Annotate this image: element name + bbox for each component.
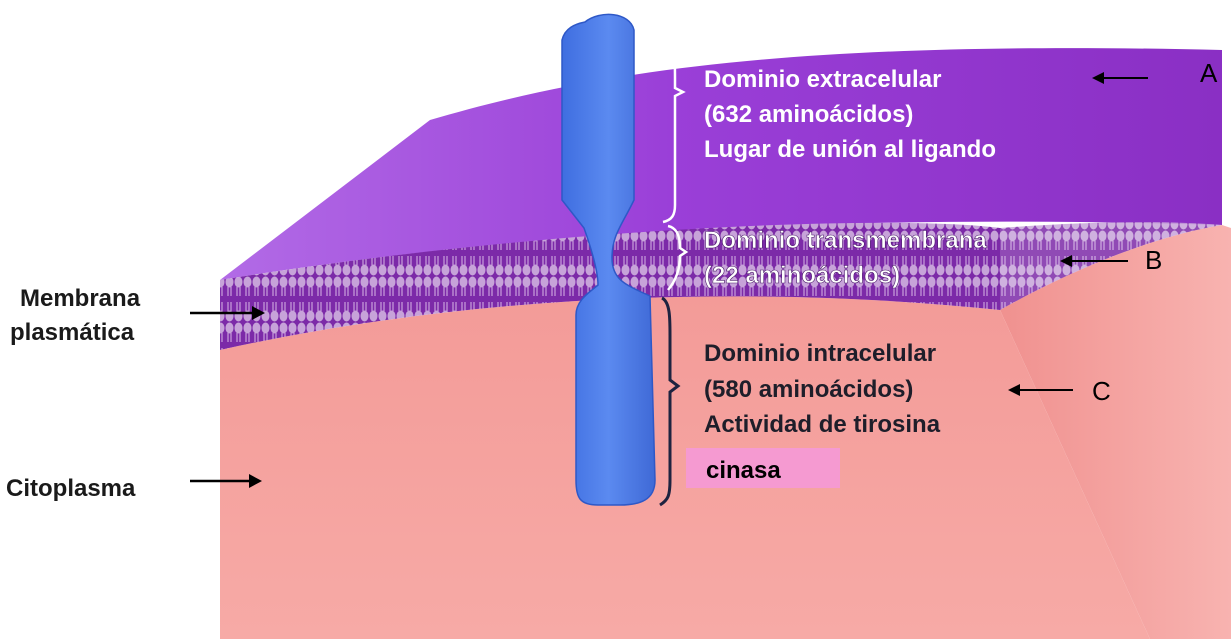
extracellular-amino-count: (632 aminoácidos) bbox=[704, 101, 913, 128]
letter-b: B bbox=[1145, 245, 1162, 275]
intracellular-amino-count: (580 aminoácidos) bbox=[704, 376, 913, 403]
extracellular-function: Lugar de unión al ligando bbox=[704, 136, 996, 163]
intracellular-title: Dominio intracelular bbox=[704, 340, 936, 367]
membrane-label-line2: plasmática bbox=[10, 319, 135, 346]
membrane-label-line1: Membrana bbox=[20, 285, 141, 312]
transmembrane-title: Dominio transmembrana bbox=[704, 227, 987, 254]
extracellular-title: Dominio extracelular bbox=[704, 66, 941, 93]
letter-a: A bbox=[1200, 58, 1218, 88]
transmembrane-amino-count: (22 aminoácidos) bbox=[704, 262, 900, 289]
intracellular-function: Actividad de tirosina bbox=[704, 411, 941, 438]
letter-c: C bbox=[1092, 376, 1111, 406]
cytoplasm-label: Citoplasma bbox=[6, 475, 136, 502]
intracellular-function-cont: cinasa bbox=[706, 457, 781, 484]
cytoplasm-region bbox=[220, 296, 1150, 639]
